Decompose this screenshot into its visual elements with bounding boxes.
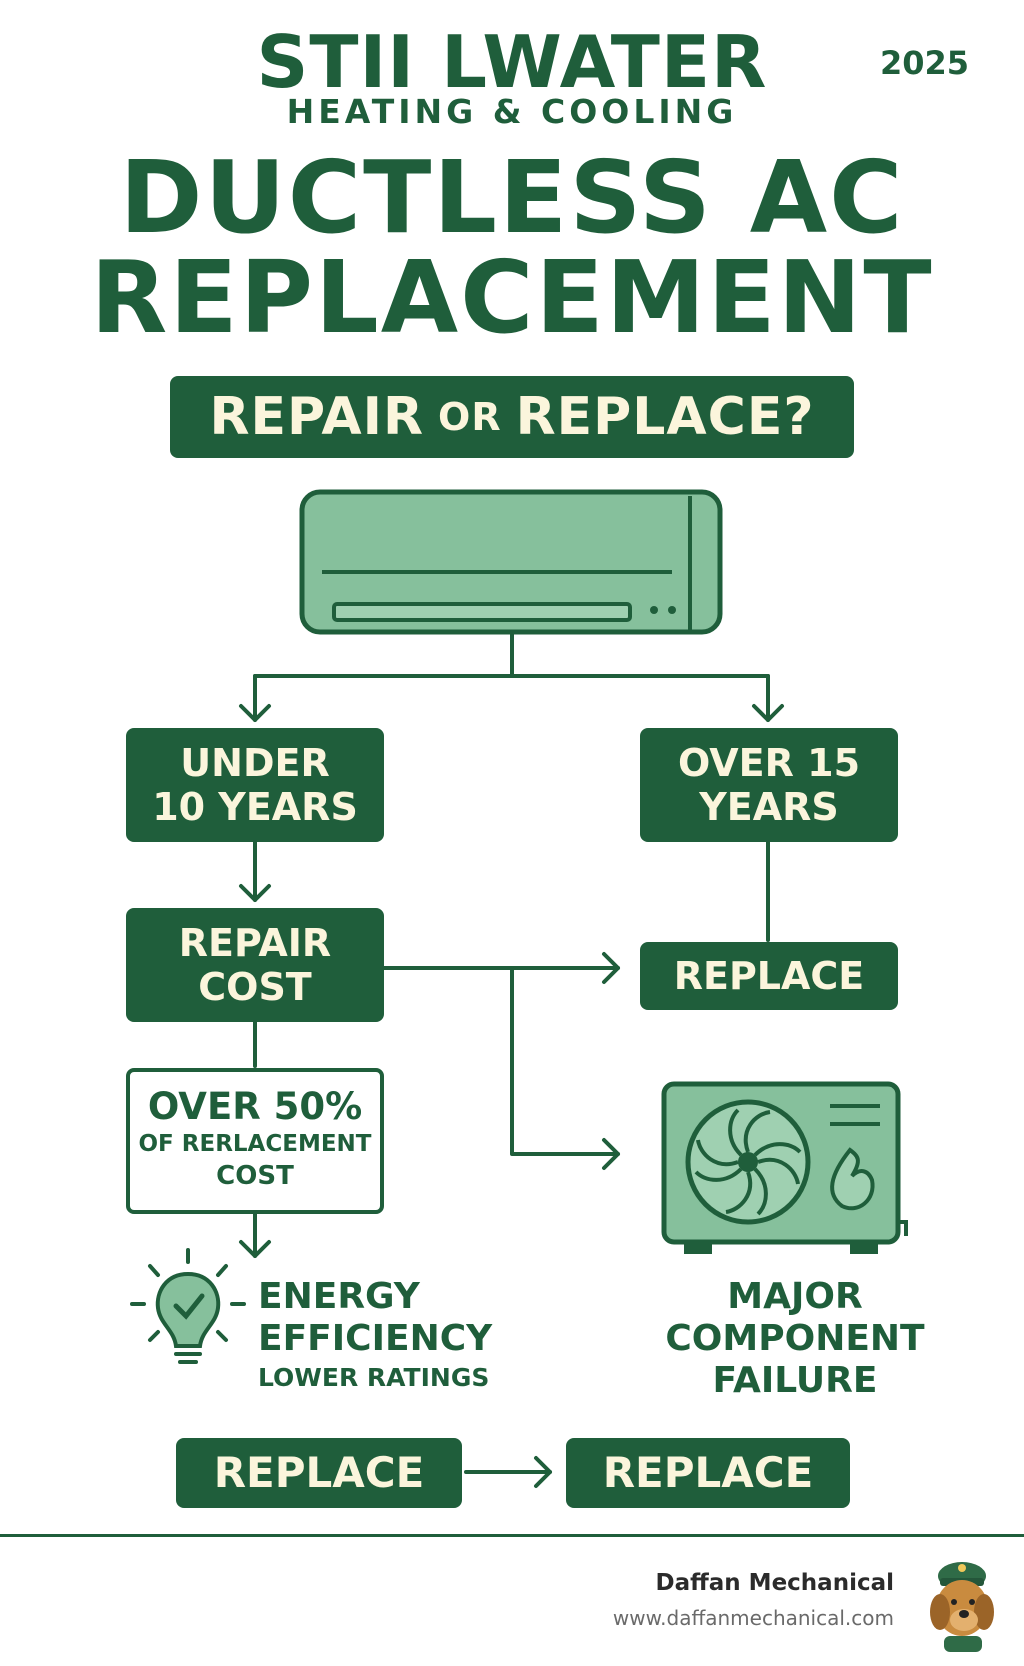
arrowhead-outdoor <box>602 1138 620 1170</box>
over-15-years-box: OVER 15 YEARS <box>640 728 898 842</box>
under-line-2: 10 YEARS <box>152 785 358 829</box>
arrowhead-under <box>239 704 271 722</box>
replace-bottom-left-box: REPLACE <box>176 1438 462 1508</box>
connector-to-outdoor <box>510 966 620 1156</box>
replace-bottom-left-label: REPLACE <box>213 1448 425 1497</box>
lightbulb-icon <box>130 1248 246 1364</box>
repair-line-2: COST <box>198 965 312 1009</box>
major-component-failure-label: MAJOR COMPONENT FAILURE <box>640 1276 950 1402</box>
footer-divider <box>0 1534 1024 1537</box>
major-line-1: MAJOR <box>727 1276 863 1317</box>
page-title: DUCTLESS AC REPLACEMENT <box>0 148 1024 348</box>
over50-line-3: COST <box>216 1161 294 1191</box>
energy-line-1: ENERGY <box>258 1276 420 1317</box>
energy-line-2: EFFICIENCY <box>258 1318 493 1359</box>
arrowhead-repair <box>239 884 271 902</box>
year-label: 2025 <box>880 44 970 82</box>
over-line-1: OVER 15 <box>677 741 861 785</box>
title-line-1: DUCTLESS AC <box>119 139 905 256</box>
repair-or-replace-banner: REPAIR OR REPLACE? <box>170 376 854 458</box>
repair-cost-box: REPAIR COST <box>126 908 384 1022</box>
footer-url[interactable]: www.daffanmechanical.com <box>612 1606 894 1630</box>
arrowhead-replace-top <box>602 952 620 984</box>
replace-top-box: REPLACE <box>640 942 898 1010</box>
replace-bottom-right-label: REPLACE <box>602 1448 814 1497</box>
arrowhead-over <box>752 704 784 722</box>
energy-efficiency-label: ENERGY EFFICIENCY LOWER RATINGS <box>258 1276 518 1396</box>
over50-line-2: OF RERLACEMENT <box>138 1131 372 1157</box>
over-50-percent-box: OVER 50% OF RERLACEMENT COST <box>126 1068 384 1214</box>
banner-repair: REPAIR <box>209 387 425 447</box>
indoor-ac-unit-icon <box>299 489 723 635</box>
under-line-1: UNDER <box>180 741 330 785</box>
replace-top-label: REPLACE <box>673 954 865 998</box>
banner-or: OR <box>438 395 502 439</box>
dog-mascot-logo <box>930 1562 994 1652</box>
over50-line-1: OVER 50% <box>147 1085 363 1128</box>
arrowhead-bottom-replace <box>534 1456 552 1488</box>
footer-company-name: Daffan Mechanical <box>655 1570 894 1596</box>
arrowhead-energy <box>239 1240 271 1258</box>
over-line-2: YEARS <box>699 785 839 829</box>
brand-name: STII LWATER <box>256 20 768 104</box>
title-line-2: REPLACEMENT <box>90 239 934 356</box>
banner-replace: REPLACE? <box>515 387 815 447</box>
energy-line-3: LOWER RATINGS <box>258 1363 490 1392</box>
brand-subtitle: HEATING & COOLING <box>286 92 738 131</box>
major-line-2: COMPONENT <box>665 1318 925 1359</box>
outdoor-unit-icon <box>661 1081 908 1254</box>
replace-bottom-right-box: REPLACE <box>566 1438 850 1508</box>
major-line-3: FAILURE <box>712 1360 878 1401</box>
under-10-years-box: UNDER 10 YEARS <box>126 728 384 842</box>
repair-line-1: REPAIR <box>178 921 332 965</box>
